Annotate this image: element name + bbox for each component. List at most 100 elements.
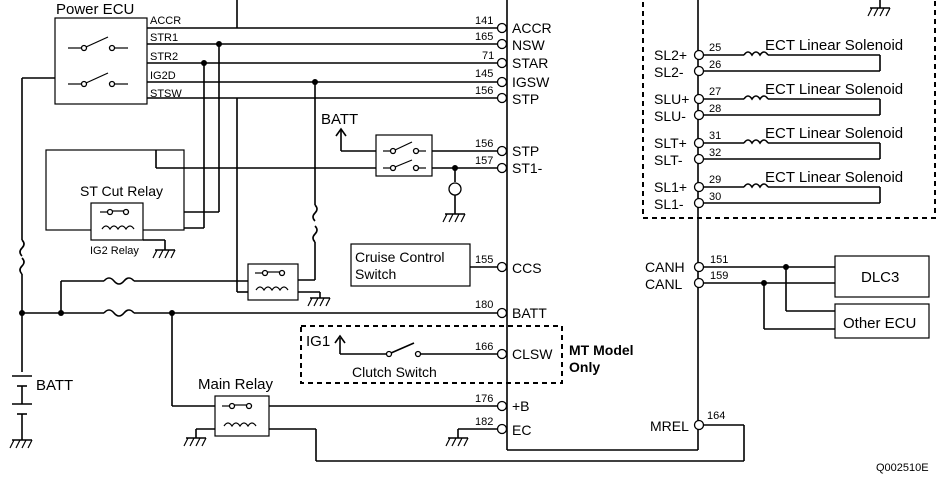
battery-icon: BATT <box>9 375 73 449</box>
ig1-label: IG1 <box>306 333 330 350</box>
igsw-branch <box>298 82 318 281</box>
power-ecu-title: Power ECU <box>56 1 134 18</box>
mt-model-label-2: Only <box>569 359 600 375</box>
power-ecu-box <box>54 17 148 105</box>
cruise-control-line2: Switch <box>355 266 396 282</box>
pin-label: MREL <box>650 418 689 434</box>
ect-solenoid-group: SL2+ SL2- 25 26 ECT Linear Solenoid SLU+… <box>642 0 936 219</box>
center-relay-box <box>247 263 299 301</box>
batt-bus <box>19 77 55 372</box>
pin-label: SLU- <box>654 108 686 124</box>
ecu-left-pins: 141 ACCR 165 NSW 71 STAR 145 IGSW 156 ST… <box>475 15 553 438</box>
st-cut-relay-label: ST Cut Relay <box>80 183 163 199</box>
dlc3-label: DLC3 <box>861 269 899 286</box>
clutch-switch-group: IG1 Clutch Switch MT Model Only <box>300 325 634 384</box>
power-ecu-switch-2 <box>68 72 128 88</box>
ect-solenoid-slu: SLU+ SLU- 27 28 ECT Linear Solenoid <box>654 81 903 124</box>
pin-label: CCS <box>512 260 542 276</box>
pin-label: CANH <box>645 259 685 275</box>
ig2-relay-label: IG2 Relay <box>90 245 139 257</box>
cruise-control-switch: Cruise Control Switch <box>350 243 497 287</box>
pin-number: 180 <box>475 299 493 311</box>
power-ecu-term-str2: STR2 <box>150 51 178 63</box>
pin-terminal <box>496 400 508 412</box>
clutch-switch-label: Clutch Switch <box>352 364 437 380</box>
pin-terminal <box>496 76 508 88</box>
power-ecu: Power ECU ACCR STR1 STR2 IG2D STSW <box>54 1 182 105</box>
pin-number: 156 <box>475 85 493 97</box>
pin-terminal <box>496 22 508 34</box>
pin-number: 164 <box>707 410 725 422</box>
pin-label: +B <box>512 398 530 414</box>
pin-label: SL1- <box>654 196 684 212</box>
mt-model-label-1: MT Model <box>569 342 634 358</box>
dlc3-box <box>834 255 930 298</box>
pin-label: SLT- <box>654 152 683 168</box>
main-relay: Main Relay <box>171 313 745 462</box>
pin-label: STAR <box>512 55 548 71</box>
pin-terminal <box>496 145 508 157</box>
solenoid-label: ECT Linear Solenoid <box>765 125 903 142</box>
pin-terminal <box>496 162 508 174</box>
pin-number: 155 <box>475 254 493 266</box>
pin-terminal <box>496 92 508 104</box>
ect-solenoid-slt: SLT+ SLT- 31 32 ECT Linear Solenoid <box>654 125 903 168</box>
pin-label: CANL <box>645 276 683 292</box>
mrel-pin: MREL 164 <box>650 410 725 434</box>
solenoid-label: ECT Linear Solenoid <box>765 169 903 186</box>
pin-number: 176 <box>475 393 493 405</box>
pin-label: BATT <box>512 305 547 321</box>
pin-label: SL1+ <box>654 179 687 195</box>
cruise-control-line1: Cruise Control <box>355 249 444 265</box>
ig2-relay-box <box>90 202 144 241</box>
power-ecu-term-accr: ACCR <box>150 15 181 27</box>
pin-label: SL2+ <box>654 47 687 63</box>
mt-model-dashed-box <box>300 325 563 384</box>
stop-light-switch: BATT <box>155 111 497 223</box>
pin-label: SLT+ <box>654 135 687 151</box>
main-relay-label: Main Relay <box>198 376 274 393</box>
pin-number: 71 <box>482 50 494 62</box>
pin-label: SLU+ <box>654 91 689 107</box>
pin-label: CLSW <box>512 346 553 362</box>
power-ecu-term-ig2d: IG2D <box>150 70 176 82</box>
pin-label: STP <box>512 143 539 159</box>
str2-branch <box>145 44 248 293</box>
pin-number: 26 <box>709 59 721 71</box>
power-ecu-term-str1: STR1 <box>150 32 178 44</box>
pin-number: 165 <box>475 31 493 43</box>
pin-number: 145 <box>475 68 493 80</box>
pin-label: ST1- <box>512 160 543 176</box>
pin-terminal <box>496 307 508 319</box>
power-ecu-term-stsw: STSW <box>150 88 182 100</box>
other-ecu-label: Other ECU <box>843 315 916 332</box>
pin-label: SL2- <box>654 64 684 80</box>
pin-number: 151 <box>710 254 728 266</box>
stop-light-switch-box <box>375 134 433 177</box>
pin-label: ACCR <box>512 20 552 36</box>
pin-number: 157 <box>475 155 493 167</box>
pin-number: 25 <box>709 42 721 54</box>
pin-terminal <box>496 423 508 435</box>
pin-terminal <box>496 38 508 50</box>
pin-label: IGSW <box>512 74 550 90</box>
pin-number: 141 <box>475 15 493 27</box>
batt-main-label: BATT <box>36 377 73 394</box>
pin-number: 30 <box>709 191 721 203</box>
pin-terminal <box>496 57 508 69</box>
ect-solenoid-sl2: SL2+ SL2- 25 26 ECT Linear Solenoid <box>654 37 903 80</box>
st-cut-relay: ST Cut Relay IG2 Relay <box>45 149 185 259</box>
center-relay <box>247 263 331 307</box>
pin-number: 166 <box>475 341 493 353</box>
pin-number: 27 <box>709 86 721 98</box>
pin-number: 28 <box>709 103 721 115</box>
ect-solenoid-sl1: SL1+ SL1- 29 30 ECT Linear Solenoid <box>654 169 903 212</box>
pin-number: 31 <box>709 130 721 142</box>
solenoid-label: ECT Linear Solenoid <box>765 81 903 98</box>
pin-label: STP <box>512 91 539 107</box>
pin-number: 32 <box>709 147 721 159</box>
batt-switch-label: BATT <box>321 111 358 128</box>
pin-number: 156 <box>475 138 493 150</box>
power-ecu-wires <box>147 0 497 99</box>
